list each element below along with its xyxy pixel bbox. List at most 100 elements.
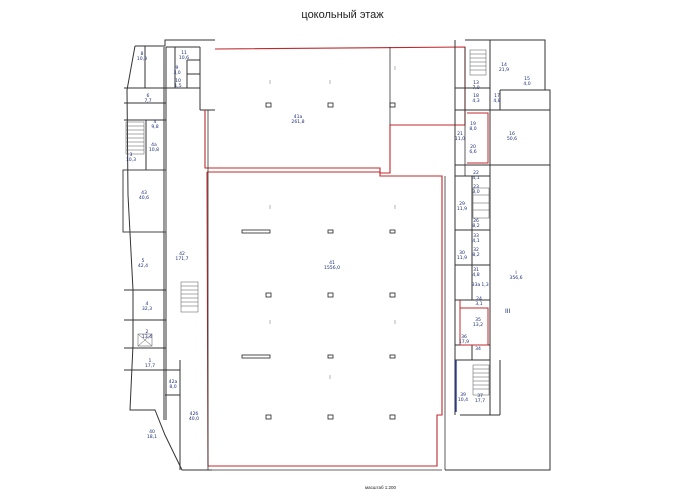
svg-text:21,9: 21,9: [499, 67, 509, 73]
room-label-26: 268,2: [472, 218, 479, 229]
scale-note: масштаб 1:200: [365, 485, 397, 490]
svg-text:4а: 4а: [151, 142, 157, 148]
right-red-outline: [459, 112, 489, 346]
svg-text:7,7: 7,7: [144, 98, 151, 104]
room-label-19: 198,0: [469, 121, 476, 132]
svg-text:11,9: 11,9: [457, 255, 467, 261]
svg-text:13,4: 13,4: [142, 334, 152, 340]
svg-text:11,9: 11,9: [457, 206, 467, 212]
svg-text:41: 41: [329, 260, 335, 266]
room-label-2: 213,4: [142, 329, 152, 340]
svg-text:3: 3: [130, 152, 133, 158]
svg-text:4: 4: [146, 301, 149, 307]
svg-text:9,8: 9,8: [151, 124, 158, 130]
svg-text:I: I: [515, 270, 516, 276]
left-wing-walls: [122, 39, 215, 471]
room-label-13: 137,0: [472, 80, 479, 91]
room-label-24: 243,1: [475, 296, 482, 307]
room-label-6: 67,7: [144, 93, 151, 104]
svg-text:4,1: 4,1: [472, 175, 479, 181]
left-corridor-walls: [166, 46, 215, 111]
svg-text:4,8: 4,8: [493, 98, 500, 104]
room-label-3: 310,3: [126, 152, 136, 163]
room-label-10: 101,5: [174, 78, 181, 89]
svg-text:13,2: 13,2: [473, 322, 483, 328]
svg-text:10,3: 10,3: [137, 56, 147, 62]
svg-text:17,7: 17,7: [475, 398, 485, 404]
room-label-17: 174,8: [493, 93, 500, 104]
svg-text:24: 24: [476, 296, 482, 302]
svg-text:4,3: 4,3: [472, 98, 479, 104]
svg-text:14: 14: [501, 62, 507, 68]
hall-outline: [204, 46, 466, 467]
svg-text:171,7: 171,7: [175, 256, 188, 262]
svg-text:8: 8: [141, 51, 144, 57]
svg-text:261,8: 261,8: [291, 119, 304, 125]
svg-text:42: 42: [179, 251, 185, 257]
svg-text:34: 34: [475, 346, 481, 352]
svg-text:29: 29: [459, 201, 465, 207]
room-label-32: 328,2: [472, 247, 479, 258]
room-label-9: 93,0: [173, 65, 180, 76]
svg-text:16: 16: [509, 131, 515, 137]
svg-text:10,4: 10,4: [458, 397, 468, 403]
svg-text:1,3: 1,3: [481, 282, 488, 288]
svg-text:17: 17: [494, 93, 500, 99]
svg-text:43: 43: [141, 190, 147, 196]
svg-text:1556,0: 1556,0: [324, 265, 340, 271]
svg-text:21: 21: [457, 131, 463, 137]
svg-text:22: 22: [473, 170, 479, 176]
svg-text:6,6: 6,6: [469, 149, 476, 155]
svg-text:37: 37: [477, 393, 483, 399]
svg-text:20: 20: [470, 144, 476, 150]
svg-text:42б: 42б: [190, 411, 199, 417]
room-label-4: 49,8: [151, 119, 158, 130]
svg-text:356,6: 356,6: [509, 275, 522, 281]
room-label-34: 34: [475, 346, 481, 352]
svg-text:8,2: 8,2: [472, 252, 479, 258]
svg-text:41а: 41а: [294, 114, 303, 120]
svg-text:6: 6: [147, 93, 150, 99]
room-label-31: 314,8: [472, 267, 479, 278]
svg-text:1: 1: [149, 358, 152, 364]
svg-text:3,1: 3,1: [475, 301, 482, 307]
svg-text:40: 40: [149, 429, 155, 435]
svg-text:3,0: 3,0: [173, 70, 180, 76]
svg-text:36: 36: [461, 334, 467, 340]
svg-text:7,0: 7,0: [472, 85, 479, 91]
svg-text:33а: 33а: [472, 282, 481, 288]
svg-text:10,8: 10,8: [149, 147, 159, 153]
svg-text:5: 5: [142, 258, 145, 264]
svg-text:26: 26: [473, 218, 479, 224]
svg-text:32: 32: [473, 247, 479, 253]
room-label-5: 542,4: [138, 258, 148, 269]
svg-text:18,1: 18,1: [147, 434, 157, 440]
svg-text:9: 9: [176, 65, 179, 71]
svg-text:17,7: 17,7: [145, 363, 155, 369]
svg-text:15: 15: [524, 76, 530, 82]
svg-text:10,3: 10,3: [126, 157, 136, 163]
svg-text:10,6: 10,6: [179, 55, 189, 61]
svg-text:3,0: 3,0: [472, 189, 479, 195]
svg-text:35: 35: [475, 317, 481, 323]
roman-marker: III: [505, 308, 511, 315]
svg-text:31: 31: [473, 267, 479, 273]
room-label-23: 233,0: [472, 184, 479, 195]
svg-text:23: 23: [473, 184, 479, 190]
svg-text:42а: 42а: [169, 379, 178, 385]
room-label-15: 154,0: [523, 76, 530, 87]
